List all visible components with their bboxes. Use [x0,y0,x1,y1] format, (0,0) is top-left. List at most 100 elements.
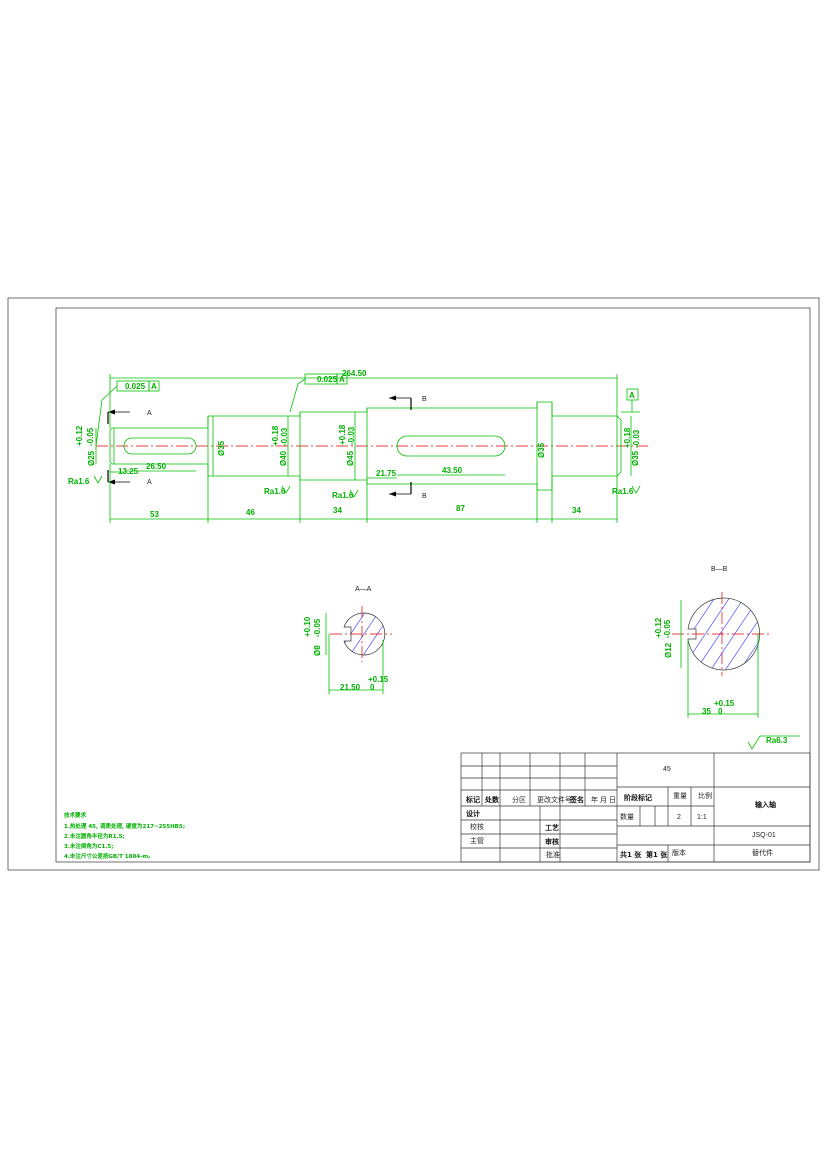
svg-text:+0.18: +0.18 [271,425,280,446]
keyway-b [396,435,506,457]
section-a-dia: Ø8 [313,645,322,656]
svg-text:-0.05: -0.05 [86,427,95,446]
svg-text:Ra1.6: Ra1.6 [612,487,634,496]
svg-text:工艺: 工艺 [545,823,559,832]
dim-keyway-b-offset: 21.75 [376,469,397,478]
surface-finish-symbol: Ra6.3 [747,735,800,750]
svg-text:更改文件号: 更改文件号 [537,795,572,804]
svg-text:+0.10: +0.10 [303,616,312,637]
dim-seg-1: 53 [150,510,159,519]
svg-text:Ø35: Ø35 [217,440,226,456]
svg-text:替代件: 替代件 [752,848,773,857]
section-cut-b: B B [389,395,427,500]
title-block: 45 标记 处数 分区 更改文件号 签名 年 月 日 设计 校核 主管 工艺 审… [460,752,811,863]
svg-text:共1 张: 共1 张 [620,850,642,859]
section-b-dia: Ø12 [664,642,673,658]
scale: 1:1 [697,814,707,821]
notes-heading: 技术要求 [64,811,87,819]
svg-text:+0.12: +0.12 [654,617,663,638]
section-mark-a-bottom: A [147,479,152,486]
svg-text:比例: 比例 [698,791,712,800]
svg-text:Ø25: Ø25 [87,450,96,466]
svg-text:重量: 重量 [673,792,687,800]
quantity: 2 [677,814,681,821]
roughness-3: Ra1.6 [332,489,359,500]
section-mark-b-top: B [422,396,427,403]
part-name: 输入轴 [755,800,776,809]
note-2: 2.未注圆角半径为R1.5; [64,832,125,840]
geo-tol-left-datum: A [151,382,157,391]
svg-text:Ø40: Ø40 [279,450,288,466]
svg-text:Ra6.3: Ra6.3 [766,736,788,745]
dim-seg-4: 87 [456,504,465,513]
keyway-a [123,437,197,455]
note-1: 1.热处理 45, 调质处理, 硬度为217~255HBS; [64,822,185,830]
svg-text:-0.03: -0.03 [280,427,289,446]
diameter-dim-1: Ø25 +0.12 -0.05 [75,425,97,466]
diameter-dim-5: Ø35 [537,442,546,458]
dim-seg-3: 34 [333,506,342,515]
section-mark-a-top: A [147,410,152,417]
section-b-view: B—B Ø12 +0.12 -0.05 35 +0.15 0 [654,566,770,718]
geo-tol-left-value: 0.025 [125,382,146,391]
diameter-dim-4: Ø45 +0.18 -0.03 [338,412,356,480]
svg-text:-0.05: -0.05 [313,618,322,637]
dim-keyway-a-offset: 13.25 [118,467,139,476]
svg-text:标记: 标记 [465,795,480,804]
geo-tol-mid-datum: A [339,375,345,384]
svg-text:Ø35: Ø35 [631,450,640,466]
svg-text:-0.03: -0.03 [632,429,641,448]
diameter-dim-6: Ø35 +0.18 -0.03 [623,416,641,476]
svg-text:分区: 分区 [512,795,526,804]
section-b-width: 35 [702,707,711,716]
section-a-width: 21.50 [340,683,361,692]
main-view: A A B B 264.50 0.025 A [68,369,648,523]
drawing-number: JSQ-01 [752,832,776,839]
svg-text:处数: 处数 [484,795,500,804]
material: 45 [663,766,671,773]
svg-text:校核: 校核 [470,822,484,831]
datum-a: A [621,388,640,413]
note-3: 3.未注倒角为C1.5; [64,842,113,850]
svg-text:数量: 数量 [620,812,634,821]
svg-text:批准: 批准 [546,850,560,859]
svg-text:0: 0 [718,707,723,716]
svg-text:审核: 审核 [545,837,559,846]
section-a-title: A—A [355,586,372,593]
dim-overall-length: 264.50 [342,369,367,378]
svg-text:Ø35: Ø35 [537,442,546,458]
svg-text:-0.03: -0.03 [347,426,356,445]
dim-keyway-a-length: 26.50 [146,462,167,471]
svg-text:设计: 设计 [466,809,480,818]
section-cut-a: A A [107,409,152,486]
diameter-dim-3: Ø40 +0.18 -0.03 [271,416,289,476]
inner-frame [55,307,811,863]
outer-frame [7,297,820,871]
section-a-view: A—A Ø8 +0.10 -0.05 21.50 +0.15 [303,586,392,694]
svg-text:+0.15: +0.15 [368,675,389,684]
svg-text:Ra1.6: Ra1.6 [68,477,90,486]
roughness-4: Ra1.6 [612,485,641,496]
svg-text:阶段标记: 阶段标记 [624,793,652,802]
svg-text:年 月 日: 年 月 日 [591,795,616,804]
svg-text:签名: 签名 [569,795,584,804]
svg-text:Ra1.6: Ra1.6 [264,487,286,496]
dim-seg-5: 34 [572,506,581,515]
svg-text:主管: 主管 [470,836,484,845]
svg-text:+0.18: +0.18 [623,427,632,448]
note-4: 4.未注尺寸公差按GB/T 1804-m。 [64,852,154,860]
svg-text:Ø45: Ø45 [346,450,355,466]
datum-label: A [629,391,635,400]
section-mark-b-bottom: B [422,493,427,500]
roughness-1: Ra1.6 [68,475,103,486]
svg-text:第1 张: 第1 张 [646,850,668,859]
technical-notes: 技术要求 1.热处理 45, 调质处理, 硬度为217~255HBS; 2.未注… [64,811,185,860]
svg-text:+0.15: +0.15 [714,699,735,708]
geo-tolerance-mid: 0.025 A [289,373,348,413]
geo-tolerance-left: 0.025 A [95,380,160,447]
section-b-title: B—B [711,566,728,573]
dim-keyway-b-length: 43.50 [442,466,463,475]
svg-text:Ra1.6: Ra1.6 [332,491,354,500]
svg-text:+0.12: +0.12 [75,425,84,446]
svg-text:版本: 版本 [672,848,686,857]
